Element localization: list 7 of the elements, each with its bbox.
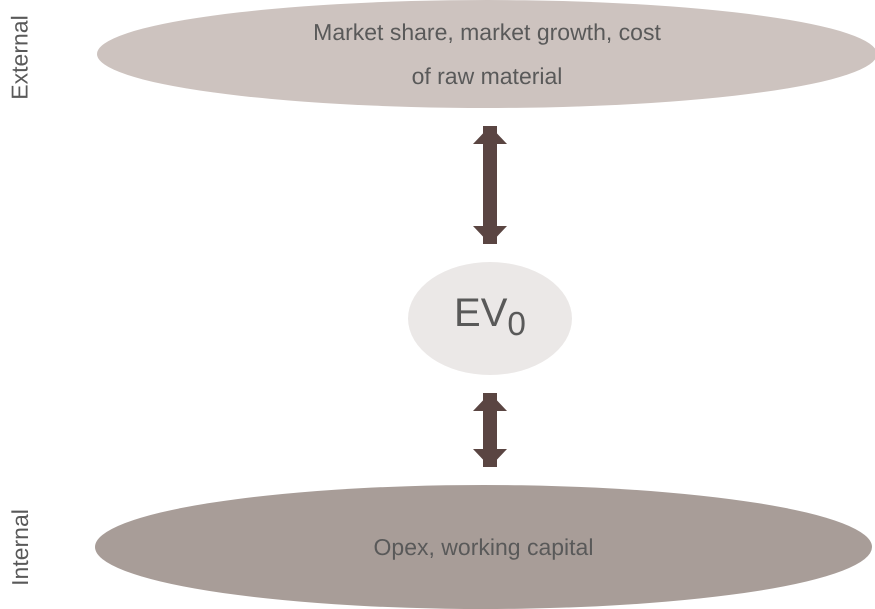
side-label: External [6,14,34,100]
node-label: Market share, market growth, cost of raw material [312,18,662,91]
side-label: Internal [6,508,34,586]
double-arrow [473,126,507,244]
double-arrow [473,393,507,467]
node-label: EV$_{0}$ [454,290,526,344]
node-label: Opex, working capital [374,533,594,562]
